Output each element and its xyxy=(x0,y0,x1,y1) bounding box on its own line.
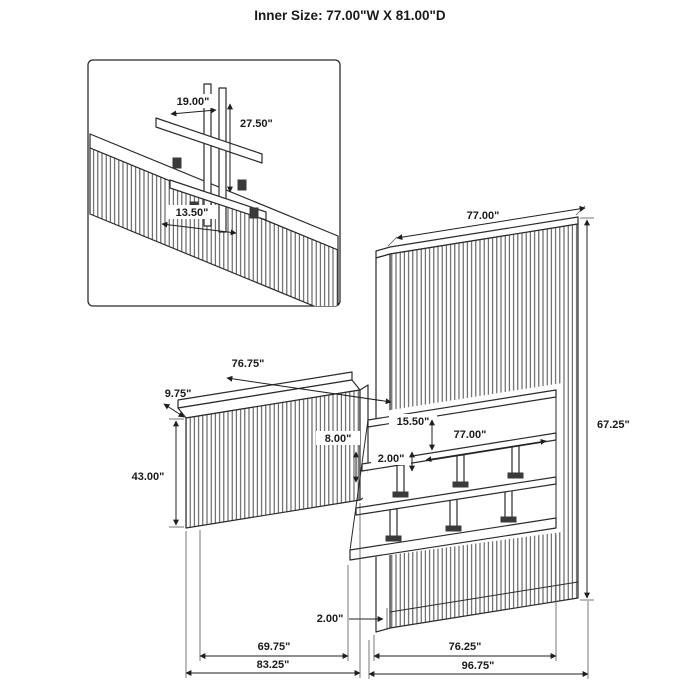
dim-label-footboard-outer-depth: 83.25" xyxy=(257,659,290,671)
dimension-line xyxy=(425,438,547,463)
support-leg xyxy=(389,508,398,538)
dimension-line xyxy=(163,403,185,418)
dim-label-bracket-spacing: 13.50" xyxy=(176,207,209,219)
dim-label-headboard-height: 67.25" xyxy=(597,419,630,431)
support-leg xyxy=(456,454,465,484)
dimension-line xyxy=(161,221,237,236)
inset-bracket-clip xyxy=(172,157,182,169)
inset-border xyxy=(87,59,341,307)
dim-label-rail-length: 76.75" xyxy=(232,358,265,370)
dim-label-support-height: 8.00" xyxy=(325,433,352,445)
leg-foot xyxy=(507,472,524,479)
inset-post-right xyxy=(218,87,227,233)
dimension-line xyxy=(226,375,392,405)
label-backing xyxy=(316,431,360,445)
label-backing xyxy=(446,427,494,441)
inset-headboard-detail xyxy=(89,83,339,306)
dimension-annotations: 77.00" 67.25" 76.75" 9.75" 43.00" xyxy=(132,205,630,679)
leg-foot xyxy=(385,535,402,542)
label-backing xyxy=(223,356,273,370)
headboard-base-strip xyxy=(389,581,579,613)
label-backing xyxy=(389,414,437,428)
dim-label-inner-width: 77.00" xyxy=(454,429,487,441)
dimension-line xyxy=(170,107,217,117)
leg-foot xyxy=(452,481,469,488)
dim-label-slat-spacing: 15.50" xyxy=(397,416,430,428)
dim-label-rail-outer-depth: 76.25" xyxy=(449,641,482,653)
label-backing xyxy=(169,94,217,108)
support-leg xyxy=(396,464,405,494)
leg-foot xyxy=(500,516,517,523)
dim-label-inner-depth: 69.75" xyxy=(258,641,291,653)
label-backing xyxy=(371,451,411,465)
inset-cleat-upper xyxy=(155,117,263,164)
support-leg xyxy=(449,498,458,528)
extension-line xyxy=(575,205,586,216)
dim-label-footboard-height: 43.00" xyxy=(132,471,165,483)
inset-bracket-clip xyxy=(237,179,247,191)
label-backing xyxy=(237,116,283,130)
inset-cleat-lower xyxy=(169,179,267,221)
footboard xyxy=(177,371,369,529)
leg-foot xyxy=(445,525,462,532)
dim-label-base-height: 2.00" xyxy=(317,613,344,625)
deck-left-edge xyxy=(349,419,369,551)
dim-label-bracket-height: 27.50" xyxy=(240,118,273,130)
extension-line xyxy=(387,236,398,247)
page-title: Inner Size: 77.00"W X 81.00"D xyxy=(254,8,446,23)
dim-label-bracket-width: 19.00" xyxy=(177,96,210,108)
bed-frame-drawing: 77.00" 67.25" 76.75" 9.75" 43.00" xyxy=(132,205,630,679)
dimension-line xyxy=(396,205,586,241)
support-leg xyxy=(504,489,513,519)
dim-label-overall-depth: 96.75" xyxy=(462,660,495,672)
dim-label-slat-thickness: 2.00" xyxy=(378,453,405,465)
deck-support-legs xyxy=(385,445,524,542)
dim-label-footboard-thickness: 9.75" xyxy=(165,388,192,400)
leg-foot xyxy=(392,491,409,498)
support-leg xyxy=(511,445,520,475)
inset-detail-view: 19.00" 27.50" 13.50" xyxy=(87,59,341,307)
dim-label-headboard-width: 77.00" xyxy=(467,210,500,222)
inset-bracket-clip xyxy=(249,207,259,219)
label-backing xyxy=(168,205,216,219)
